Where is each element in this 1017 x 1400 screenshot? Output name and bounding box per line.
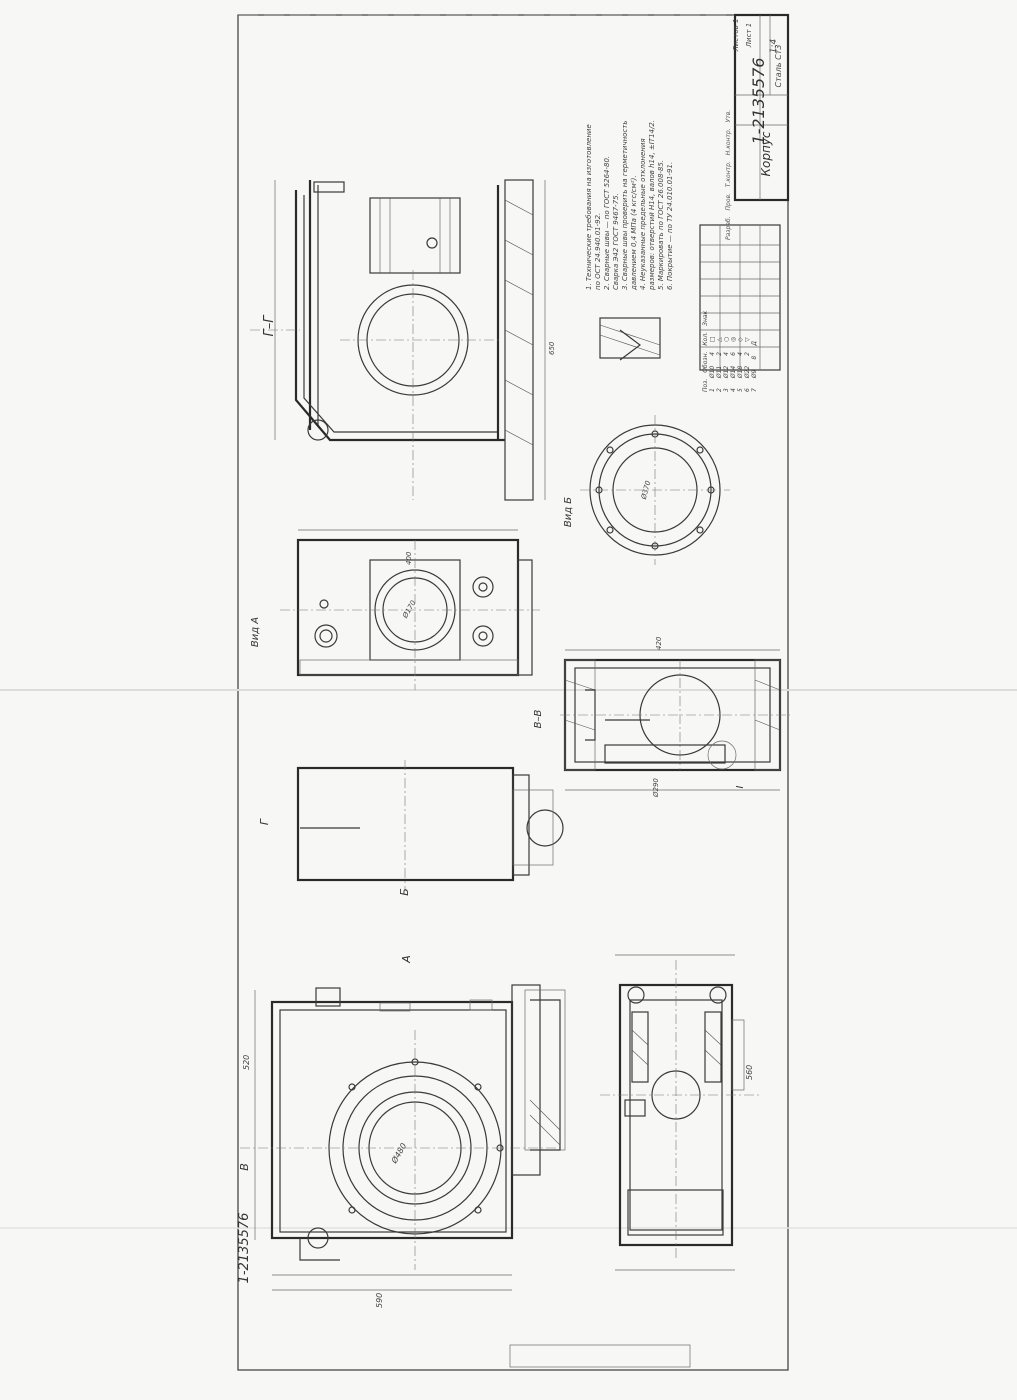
cut-label-g: Г: [258, 818, 271, 826]
table-cell: 4: [737, 351, 744, 356]
role-approved: Утв.: [725, 109, 732, 123]
table-header: Поз. Обозн. Кол. Знак: [702, 252, 709, 392]
title-block-frame: [733, 13, 790, 202]
note-line: 1. Технические требования на изготовлени…: [585, 124, 593, 290]
side-view: [296, 760, 564, 890]
dim-d290: Ø290: [652, 778, 660, 797]
table-cell: ◇: [737, 337, 744, 342]
table-cell: Ø22: [744, 365, 751, 379]
sheets-label: Листов 1: [732, 18, 740, 52]
main-front-view: [240, 984, 566, 1270]
dim-width-400: 400: [405, 551, 413, 565]
label-view-b: Вид Б: [563, 496, 574, 528]
table-cell: 1: [709, 388, 716, 392]
table-cell: □: [709, 336, 716, 342]
dim-main-diameter: Ø480: [389, 1141, 409, 1165]
table-cell: Ø14: [730, 365, 737, 379]
table-cell: Ø12: [723, 365, 730, 379]
corner-drawing-number: 1-2135576: [237, 1212, 252, 1284]
note-line: 3. Сварные швы проверить на герметичност…: [621, 120, 629, 290]
dim-width-420: 420: [655, 636, 663, 650]
table-header-cell: Поз.: [702, 378, 709, 392]
note-line: размеров: отверстий H14, валов h14, ±IT1…: [648, 119, 656, 290]
view-b: [580, 415, 730, 565]
dim-length-650: 650: [548, 341, 556, 355]
table-cell: Ø11: [716, 365, 723, 379]
dim-height-520: 520: [242, 1054, 251, 1070]
dim-bolt-circle: Ø370: [639, 479, 653, 501]
table-header-cell: Обозн.: [702, 351, 709, 373]
table-cell: 4: [709, 351, 716, 356]
label-section-vv: В–В: [533, 709, 544, 729]
note-line: Сварка Э42 ГОСТ 9467-75.: [612, 193, 620, 290]
parts-table: Поз. Обозн. Кол. Знак 1 Ø10 4 □ 2 Ø11 2 …: [702, 252, 782, 392]
table-cell: Ø9: [751, 369, 758, 379]
note-line: давлением 0,4 МПа (4 кгс/см²).: [630, 175, 638, 290]
table-cell: ▽: [744, 337, 751, 342]
detail-section: [599, 317, 661, 361]
cut-label-b: Б: [398, 888, 411, 896]
parts-table-frame: [699, 224, 781, 371]
table-cell: ◎: [730, 336, 737, 342]
role-checker: Пров.: [725, 193, 732, 211]
bottom-section-view: [600, 960, 760, 1260]
table-cell: 2: [744, 351, 751, 356]
role-norm-control: Н.контр.: [725, 128, 732, 156]
sheet-label: Лист 1: [745, 22, 753, 48]
dim-height-560: 560: [745, 1064, 754, 1080]
table-row: 6 Ø22 2 ▽: [744, 252, 751, 392]
section-vv-view: [560, 658, 790, 772]
table-header-cell: Кол.: [702, 331, 709, 346]
table-cell: 7: [751, 388, 758, 392]
table-cell: 2: [716, 388, 723, 392]
dim-overall-width: 590: [375, 1292, 384, 1308]
table-cell: 3: [723, 388, 730, 392]
table-cell: 2: [716, 351, 723, 356]
table-cell: 4: [730, 388, 737, 392]
material-label: Сталь Ст3: [774, 44, 783, 88]
table-cell: △: [716, 337, 723, 342]
note-line: 2. Сварные швы — по ГОСТ 5264-80.: [603, 155, 611, 290]
part-name: Корпус: [759, 131, 773, 177]
detail-label-i: I: [735, 785, 746, 789]
section-gg-view: [250, 179, 534, 501]
role-developer: Разраб.: [725, 216, 732, 240]
note-line: 5. Маркировать по ГОСТ 26.008-85.: [657, 159, 665, 290]
label-section-gg: Г–Г: [262, 315, 277, 337]
table-row: 2 Ø11 2 △: [716, 252, 723, 392]
role-tech-control: Т.контр.: [725, 161, 732, 188]
table-cell: ○: [723, 336, 730, 342]
table-row: 4 Ø14 6 ◎: [730, 252, 737, 392]
table-cell: Ø10: [709, 365, 716, 379]
table-row: 3 Ø12 4 ○: [723, 252, 730, 392]
table-cell: Ø18: [737, 365, 744, 379]
note-line: по ОСТ 24.940.01-92.: [594, 212, 602, 290]
title-block-roles: Разраб. Пров. Т.контр. Н.контр. Утв.: [725, 90, 755, 240]
bottom-stamp: [509, 1344, 691, 1368]
table-row: 7 Ø9 8 Д: [751, 252, 758, 392]
view-a: [280, 538, 540, 690]
cut-label-v: В: [238, 1163, 251, 1171]
table-row: 1 Ø10 4 □: [709, 252, 716, 392]
table-cell: 6: [730, 351, 737, 356]
cut-label-a: А: [400, 955, 413, 963]
table-cell: 6: [744, 388, 751, 392]
note-line: 6. Покрытие — по ТУ 24.010.01-91.: [666, 161, 674, 290]
note-line: 4. Неуказанные предельные отклонения: [639, 138, 647, 290]
table-header-cell: Знак: [702, 310, 709, 326]
table-cell: 5: [737, 388, 744, 392]
dimension-lines: [254, 180, 780, 1291]
table-cell: 4: [723, 351, 730, 356]
table-cell: 8: [751, 355, 758, 360]
dim-d170: Ø170: [401, 599, 418, 620]
table-cell: Д: [751, 341, 758, 346]
table-row: 5 Ø18 4 ◇: [737, 252, 744, 392]
label-view-a: Вид А: [250, 616, 261, 648]
technical-notes: 1. Технические требования на изготовлени…: [585, 90, 705, 290]
